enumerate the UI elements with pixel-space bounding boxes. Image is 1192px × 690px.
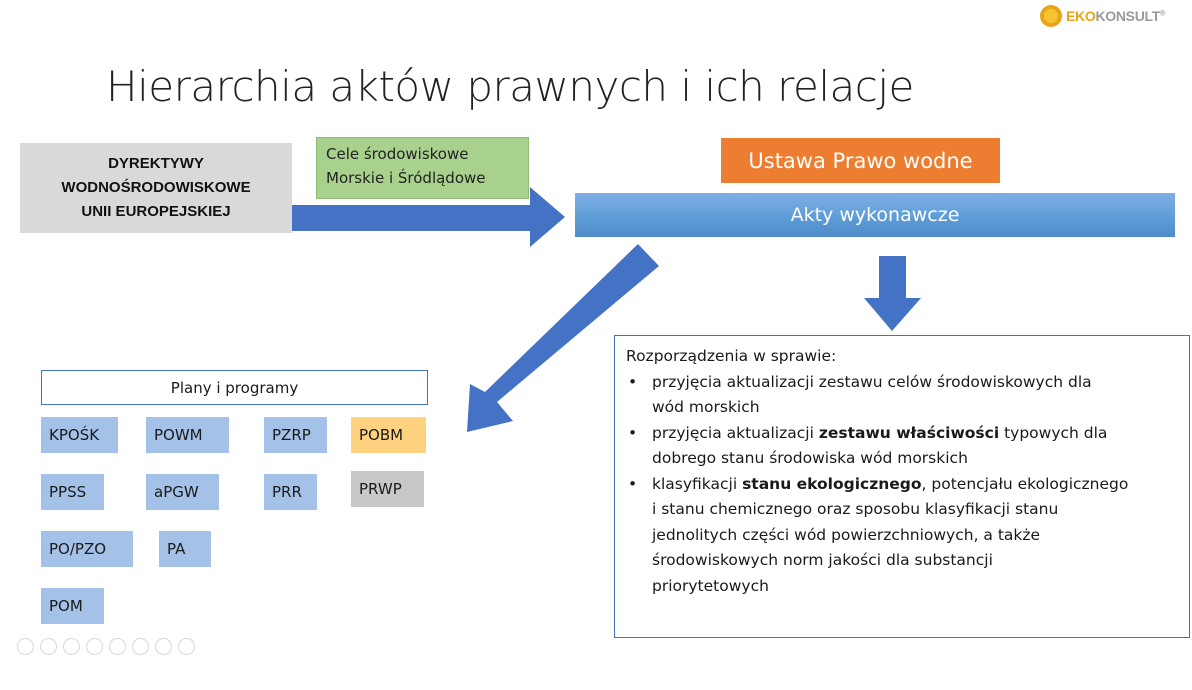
plan-tag-apgw: aPGW <box>146 474 219 510</box>
camera-icon[interactable] <box>155 638 172 655</box>
subtitles-icon[interactable] <box>132 638 149 655</box>
regulation-item-properties: przyjęcia aktualizacji zestawu właściwoś… <box>626 421 1179 472</box>
right-arrow <box>292 187 565 247</box>
logo-text: EKOKONSULT® <box>1066 8 1165 24</box>
plan-tag-ppss: PPSS <box>41 474 104 510</box>
water-law-box: Ustawa Prawo wodne <box>721 138 1000 183</box>
presentation-controls <box>17 638 195 655</box>
sun-logo-icon <box>1040 5 1062 27</box>
diagonal-arrow <box>467 244 659 432</box>
next-slide-icon[interactable] <box>40 638 57 655</box>
more-options-icon[interactable] <box>178 638 195 655</box>
pen-icon[interactable] <box>63 638 80 655</box>
plan-tag-kposk: KPOŚK <box>41 417 118 453</box>
plan-tag-prwp: PRWP <box>351 471 424 507</box>
plan-tag-pom: POM <box>41 588 104 624</box>
down-arrow <box>864 256 921 331</box>
executive-acts-bar: Akty wykonawcze <box>575 193 1175 237</box>
zoom-icon[interactable] <box>109 638 126 655</box>
plan-tag-pzrp: PZRP <box>264 417 327 453</box>
regulation-item-classification: klasyfikacji stanu ekologicznego, potenc… <box>626 472 1179 600</box>
regulations-heading: Rozporządzenia w sprawie: <box>626 347 837 365</box>
plan-tag-prr: PRR <box>264 474 317 510</box>
slide-title: Hierarchia aktów prawnych i ich relacje <box>106 62 914 111</box>
plan-tag-pa: PA <box>159 531 211 567</box>
slides-icon[interactable] <box>86 638 103 655</box>
eu-directives-box: DYREKTYWY WODNOŚRODOWISKOWE UNII EUROPEJ… <box>20 143 292 233</box>
company-logo: EKOKONSULT® <box>1040 3 1165 29</box>
environmental-goals-box: Cele środowiskowe Morskie i Śródlądowe <box>316 137 529 199</box>
regulations-box: Rozporządzenia w sprawie: przyjęcia aktu… <box>614 335 1190 638</box>
plans-programs-header: Plany i programy <box>41 370 428 405</box>
plan-tag-po-pzo: PO/PZO <box>41 531 133 567</box>
plan-tag-powm: POWM <box>146 417 229 453</box>
prev-slide-icon[interactable] <box>17 638 34 655</box>
regulation-item-marine-goals: przyjęcia aktualizacji zestawu celów śro… <box>626 370 1179 421</box>
plan-tag-pobm: POBM <box>351 417 426 453</box>
